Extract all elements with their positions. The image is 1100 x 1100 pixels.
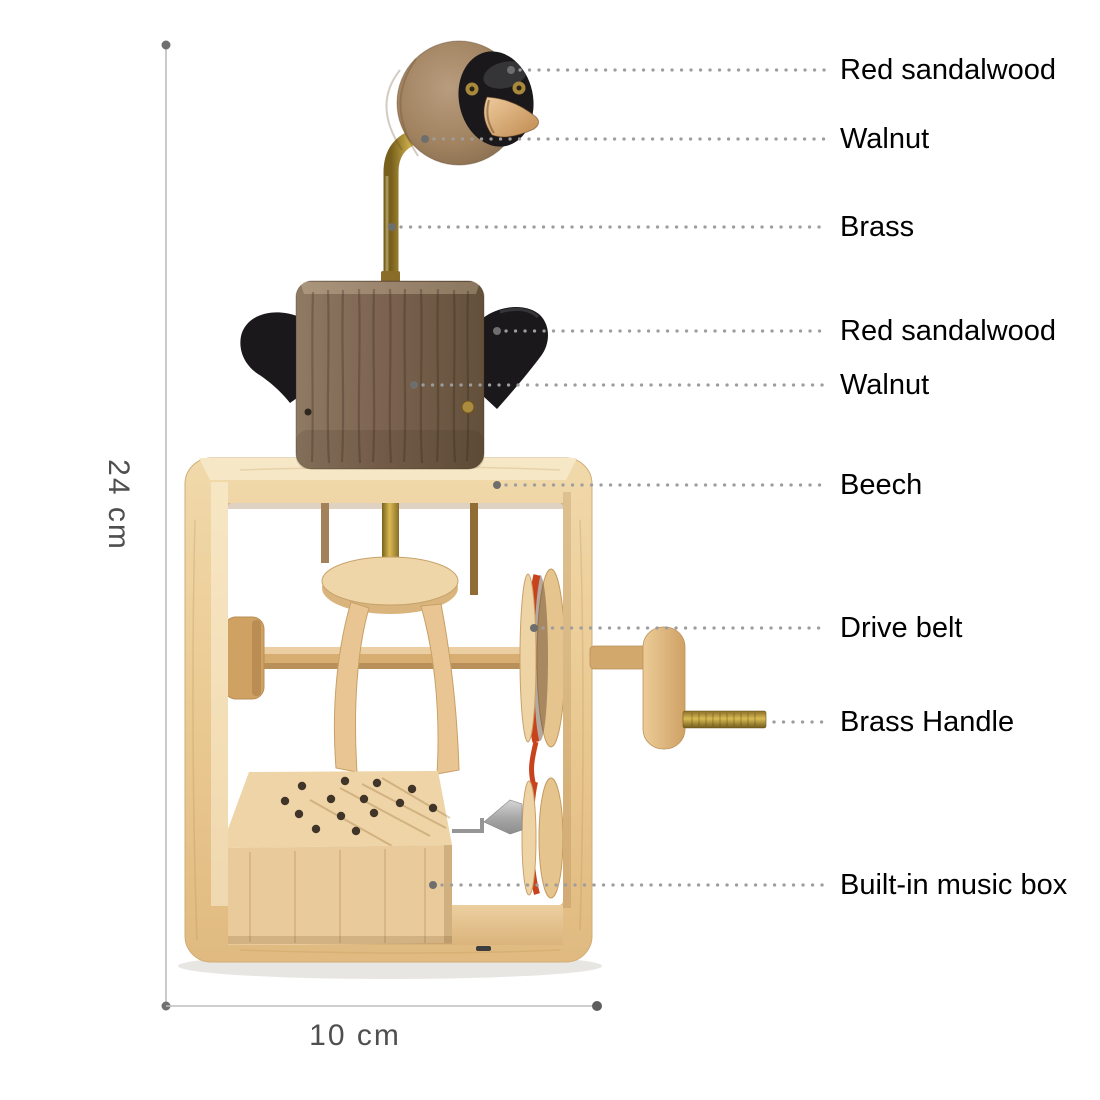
bird-beak [483,96,540,138]
drive-pulley-upper [532,568,563,748]
drive-pulley-lower [538,777,563,899]
guide-rod-left [321,503,329,563]
callout-beech: Beech [840,469,923,501]
callout-walnut-body: Walnut [840,369,930,401]
drive-mechanism [228,503,563,945]
callout-drive-belt: Drive belt [840,612,963,644]
width-dimension-label: 10 cm [309,1019,401,1052]
walnut-body-block [295,280,485,470]
leader-lines [399,68,828,887]
screw-hole [304,408,312,416]
brass-pin [461,400,475,414]
callout-music-box: Built-in music box [840,869,1068,901]
right-wing [483,307,548,409]
callout-red-sandalwood-head: Red sandalwood [840,54,1057,86]
height-dimension-label: 24 cm [102,459,135,551]
brass-center-shaft [382,503,399,571]
callout-brass-handle: Brass Handle [840,706,1015,738]
bird-head [385,40,540,166]
leader-anchor-dots [388,66,538,889]
cam-disc [321,556,459,614]
drive-pulley-lower-front [521,780,537,896]
callout-walnut-head: Walnut [840,123,930,155]
beech-frame [184,457,593,963]
callout-red-sandalwood-wing: Red sandalwood [840,315,1057,347]
music-box-crank [452,799,523,835]
axle-cap [228,616,265,700]
crank-arm [642,626,686,750]
width-dimension-line [166,1001,602,1011]
brass-handle [589,626,767,750]
height-dimension-line [161,40,171,1011]
brass-handle-rod [682,710,767,729]
brand-mark [476,946,491,951]
left-wing [240,312,297,403]
bird-body [240,280,548,470]
guide-rod-right [470,503,478,595]
callout-brass: Brass [840,211,915,243]
drive-pulley-upper-front [519,573,537,743]
music-box-block [228,771,452,945]
cam-legs [333,601,460,775]
handle-axle-stub [589,645,649,670]
